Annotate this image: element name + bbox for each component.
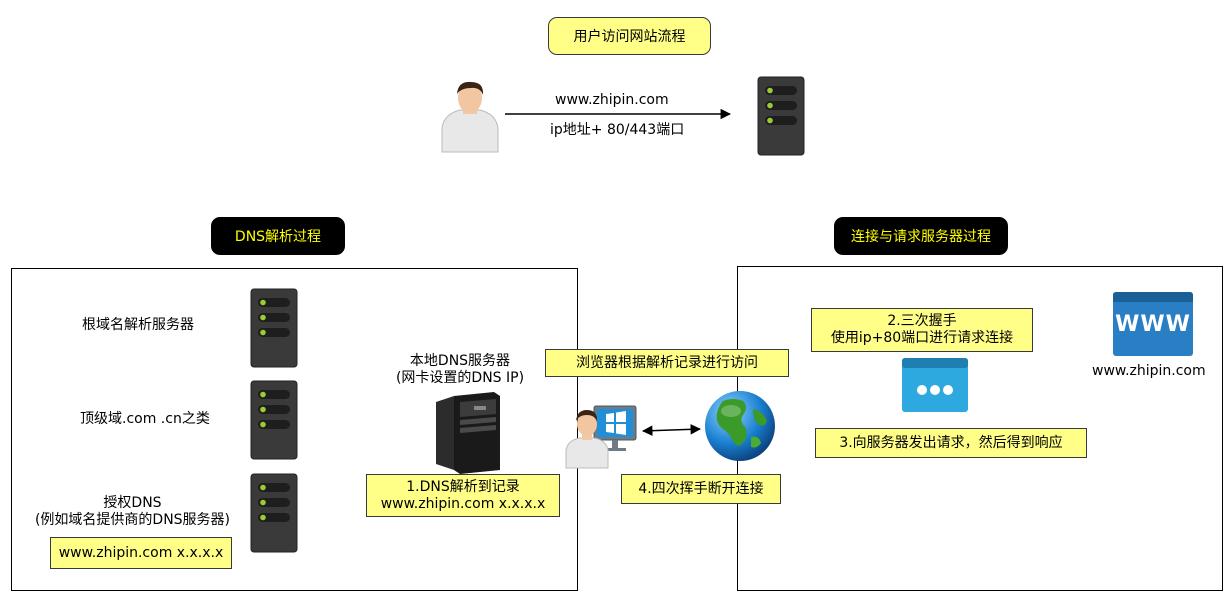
- local-dns-server-icon: [436, 392, 500, 474]
- title-user-flow-text: 用户访问网站流程: [573, 29, 686, 45]
- title-connect-process: 连接与请求服务器过程: [834, 217, 1008, 255]
- step1-line1: 1.DNS解析到记录: [406, 478, 520, 495]
- local-dns-label: 本地DNS服务器 (网卡设置的DNS IP): [380, 353, 540, 387]
- top-ip-port-label: ip地址+ 80/443端口: [550, 122, 685, 138]
- step3-note: 3.向服务器发出请求，然后得到响应: [815, 428, 1087, 458]
- auth-server-icon: [250, 473, 298, 553]
- root-dns-label: 根域名解析服务器: [82, 317, 194, 333]
- local-dns-label-line1: 本地DNS服务器: [409, 353, 511, 369]
- step1-note: 1.DNS解析到记录 www.zhipin.com x.x.x.x: [366, 474, 560, 517]
- top-domain-label: www.zhipin.com: [555, 92, 669, 108]
- tld-server-icon: [250, 380, 298, 460]
- local-dns-label-line2: (网卡设置的DNS IP): [395, 370, 525, 386]
- step4-text: 4.四次挥手断开连接: [638, 480, 764, 497]
- auth-dns-label: 授权DNS (例如域名提供商的DNS服务器): [16, 495, 249, 529]
- globe-icon: [705, 391, 775, 461]
- www-site-icon: WWW: [1113, 292, 1193, 356]
- tld-dns-label: 顶级域.com .cn之类: [80, 411, 210, 427]
- step3-text: 3.向服务器发出请求，然后得到响应: [839, 434, 1063, 451]
- web-server-icon: [757, 76, 805, 156]
- title-connect-process-text: 连接与请求服务器过程: [851, 229, 991, 245]
- auth-record-note: www.zhipin.com x.x.x.x: [50, 537, 232, 569]
- user-computer-icon: [565, 405, 637, 469]
- www-site-label: www.zhipin.com: [1092, 363, 1206, 379]
- user-icon-top: [441, 81, 499, 153]
- browser-access-note: 浏览器根据解析记录进行访问: [545, 349, 789, 377]
- step2-line2: 使用ip+80端口进行请求连接: [830, 330, 1014, 346]
- step1-line2: www.zhipin.com x.x.x.x: [380, 495, 546, 512]
- www-icon-bar: [1113, 292, 1193, 302]
- step2-note: 2.三次握手 使用ip+80端口进行请求连接: [811, 308, 1033, 352]
- browser-access-text: 浏览器根据解析记录进行访问: [576, 354, 758, 371]
- auth-dns-label-line1: 授权DNS: [103, 495, 162, 511]
- www-icon-text: WWW: [1115, 312, 1191, 337]
- browser-window-icon: [902, 358, 968, 412]
- title-user-flow: 用户访问网站流程: [548, 17, 711, 55]
- auth-record-text: www.zhipin.com x.x.x.x: [58, 544, 224, 561]
- user-globe-arrow: [641, 424, 702, 436]
- title-dns-process-text: DNS解析过程: [234, 229, 322, 245]
- auth-dns-label-line2: (例如域名提供商的DNS服务器): [34, 512, 231, 528]
- step2-line1: 2.三次握手: [887, 313, 957, 329]
- step4-note: 4.四次挥手断开连接: [621, 474, 781, 504]
- root-server-icon: [250, 288, 298, 368]
- title-dns-process: DNS解析过程: [211, 217, 345, 255]
